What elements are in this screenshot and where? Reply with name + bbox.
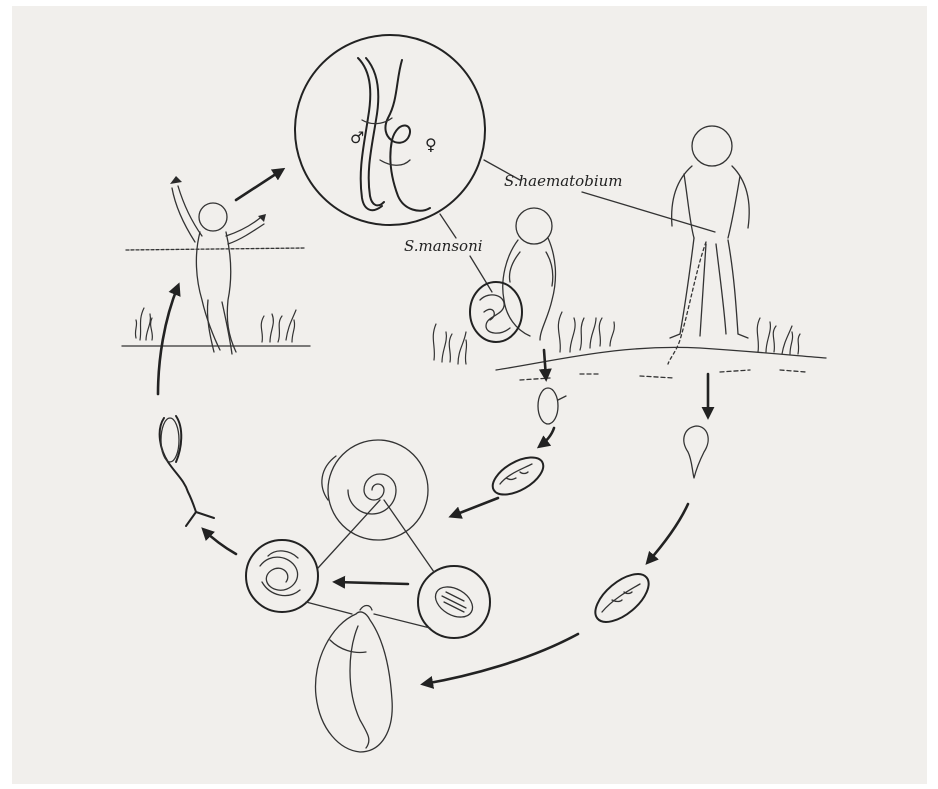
- female-symbol: ♀: [425, 135, 437, 154]
- diagram-background: [12, 6, 927, 784]
- s-mansoni-label: S.mansoni: [404, 237, 483, 255]
- male-symbol: ♂: [350, 128, 364, 147]
- s-haematobium-label: S.haematobium: [504, 172, 623, 190]
